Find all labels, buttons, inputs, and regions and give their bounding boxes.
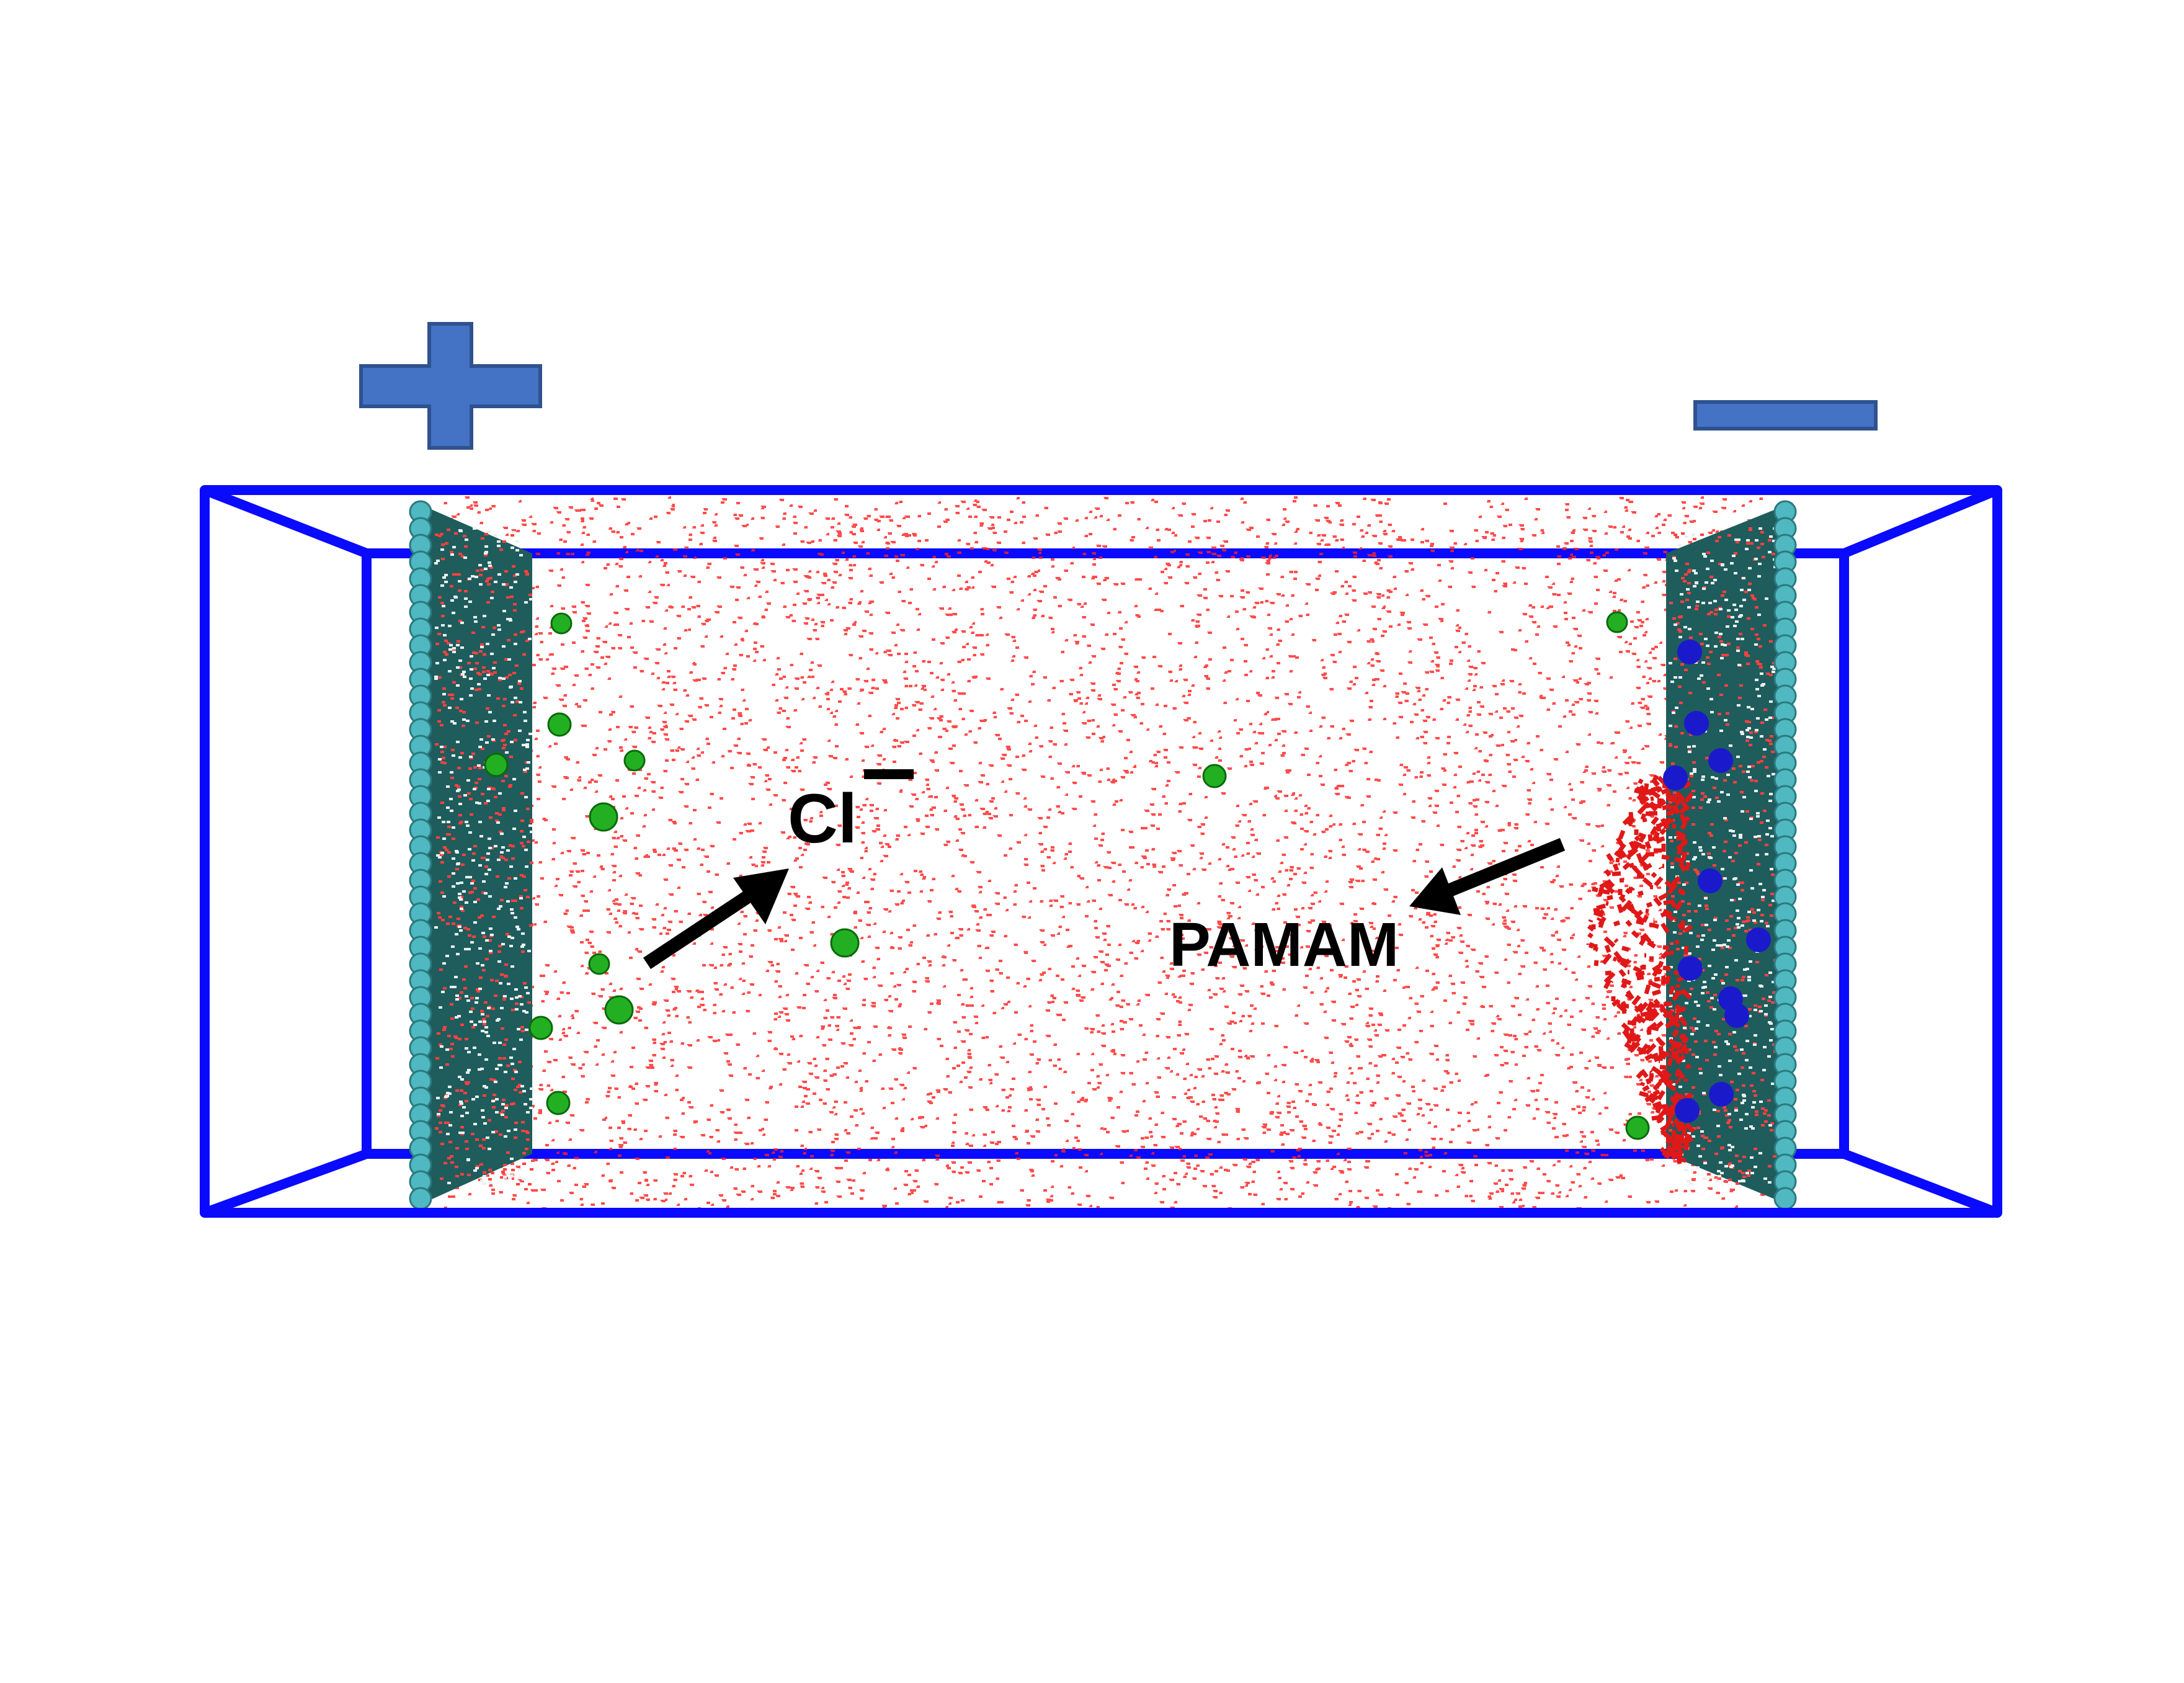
chloride-ion bbox=[547, 712, 572, 737]
chloride-charge-label: − bbox=[868, 744, 869, 745]
nitrogen-atom bbox=[1663, 766, 1688, 790]
nitrogen-atom bbox=[1746, 927, 1771, 952]
chloride-ion bbox=[588, 953, 610, 975]
nitrogen-atom bbox=[1684, 711, 1709, 736]
electrode-water-white bbox=[434, 527, 1777, 1185]
chloride-ion bbox=[550, 612, 573, 635]
chloride-arrow bbox=[643, 868, 789, 970]
water-dots bbox=[421, 496, 1791, 1212]
pamam-dendrimer bbox=[1586, 774, 1695, 1164]
chloride-ion bbox=[1625, 1115, 1650, 1140]
minus-sign-icon bbox=[1693, 400, 1878, 431]
electrode-water-layer bbox=[434, 527, 1777, 1185]
pamam-bonds bbox=[1586, 774, 1695, 1164]
chloride-charge-bar bbox=[864, 769, 914, 779]
pamam-arrow bbox=[1409, 837, 1566, 915]
nitrogen-atom bbox=[1709, 1082, 1734, 1107]
box-front-frame bbox=[200, 485, 2002, 1218]
box-back-frame bbox=[203, 485, 2000, 1218]
electrode-water-red bbox=[435, 527, 1777, 1185]
electrode-atom bbox=[409, 1187, 432, 1210]
nitrogen-atom bbox=[1698, 868, 1723, 893]
electrode-atoms bbox=[409, 500, 1797, 1210]
chloride-ion bbox=[484, 752, 509, 777]
chloride-label: Cl bbox=[788, 780, 857, 857]
water-molecules bbox=[421, 496, 1791, 1212]
chloride-ion bbox=[589, 802, 618, 832]
pamam-nitrogen-atoms bbox=[1663, 640, 1771, 1123]
electrode-atom bbox=[1773, 1187, 1797, 1210]
nitrogen-atom bbox=[1718, 986, 1743, 1011]
nitrogen-atom bbox=[1708, 748, 1733, 773]
chloride-ions bbox=[484, 611, 1650, 1140]
chloride-ion bbox=[546, 1091, 571, 1115]
chloride-ion bbox=[1202, 764, 1227, 788]
nitrogen-atom bbox=[1677, 640, 1702, 664]
chloride-ion bbox=[528, 1016, 553, 1040]
chloride-ion bbox=[623, 749, 646, 772]
nitrogen-atom bbox=[1675, 1098, 1700, 1123]
chloride-ion bbox=[1606, 611, 1628, 633]
nitrogen-atom bbox=[1678, 956, 1703, 981]
chloride-ion bbox=[830, 928, 860, 958]
chloride-ion bbox=[604, 995, 634, 1025]
plus-sign-icon bbox=[359, 322, 542, 450]
pamam-label: PAMAM bbox=[1169, 910, 1399, 980]
